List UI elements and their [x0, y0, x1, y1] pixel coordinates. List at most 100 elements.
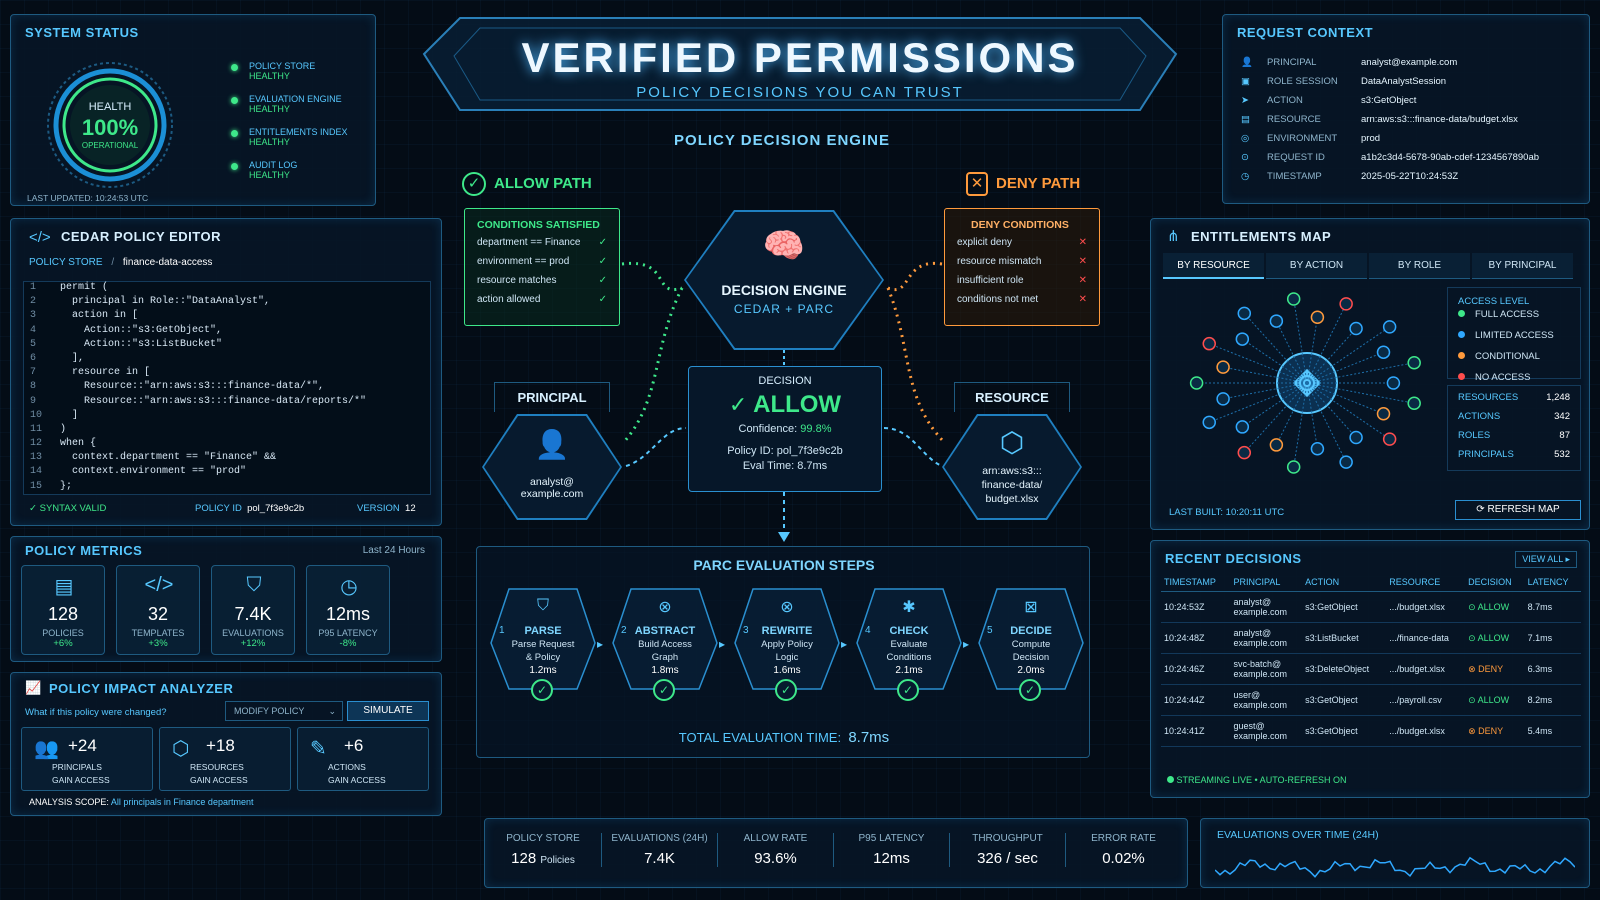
deny-title: DENY CONDITIONS	[971, 219, 1069, 231]
engine-connectors	[621, 261, 946, 542]
tab-by-action[interactable]: BY ACTION	[1266, 253, 1367, 279]
cell-latency: 8.7ms	[1524, 591, 1581, 623]
graph-node[interactable]	[1376, 407, 1391, 421]
decision-eval-time: Eval Time: 8.7ms	[742, 460, 828, 472]
status-item: POLICY STORE HEALTHY	[231, 61, 348, 94]
status-dot	[231, 97, 238, 104]
graph-edge	[1242, 338, 1308, 384]
step-time: 2.1ms	[895, 665, 923, 676]
table-row[interactable]: 10:24:41Z guest@example.com s3:GetObject…	[1161, 715, 1581, 747]
line-number: 12	[30, 438, 43, 450]
legend-item: CONDITIONAL	[1458, 351, 1570, 370]
bottom-stat: ALLOW RATE 93.6%	[717, 833, 833, 867]
tab-by-role[interactable]: BY ROLE	[1369, 253, 1470, 279]
arrow-right-icon: ▸	[963, 637, 970, 651]
check-circle-icon: ✓	[653, 679, 675, 701]
graph-node[interactable]	[1339, 455, 1353, 469]
status-state: HEALTHY	[249, 137, 290, 147]
principal-user: svc-batch@	[1233, 659, 1282, 669]
impact-value: +18	[206, 736, 235, 755]
simulate-button[interactable]: SIMULATE	[347, 701, 429, 721]
column-header[interactable]: RESOURCE	[1386, 573, 1466, 592]
graph-node[interactable]	[1216, 360, 1230, 374]
cell-principal: analyst@example.com	[1230, 622, 1303, 654]
graph-node[interactable]	[1216, 392, 1230, 406]
decision-value: ALLOW	[753, 391, 842, 418]
health-gauge	[47, 62, 173, 188]
graph-node[interactable]	[1407, 396, 1421, 411]
live-dot	[1167, 776, 1174, 783]
decision-text: ALLOW	[1477, 601, 1510, 612]
step-name: ABSTRACT	[634, 625, 696, 637]
table-row[interactable]: 10:24:53Z analyst@example.com s3:GetObje…	[1161, 591, 1581, 623]
principal-domain: example.com	[1233, 669, 1288, 679]
graph-node[interactable]	[1349, 321, 1363, 336]
row-key: ENVIRONMENT	[1267, 133, 1338, 144]
line-number: 2	[30, 296, 37, 308]
parc-step: ⊗ 2 ABSTRACT Build Access Graph 1.8ms ✓	[611, 587, 719, 703]
step-desc2: & Policy	[525, 652, 561, 663]
bottom-stat: ERROR RATE 0.02%	[1065, 833, 1181, 867]
status-name: ENTITLEMENTS INDEX	[249, 127, 348, 137]
step-icon: ⊗	[780, 599, 794, 616]
column-header[interactable]: PRINCIPAL	[1230, 573, 1303, 592]
version-value: 12	[405, 503, 416, 514]
graph-node[interactable]	[1235, 332, 1250, 346]
graph-node[interactable]	[1202, 336, 1216, 351]
graph-node[interactable]	[1349, 430, 1363, 445]
cell-principal: user@example.com	[1230, 684, 1303, 716]
cell-principal: analyst@example.com	[1230, 591, 1303, 623]
breadcrumb-root[interactable]: POLICY STORE	[29, 257, 103, 268]
column-header[interactable]: ACTION	[1302, 573, 1387, 592]
view-all-link[interactable]: VIEW ALL ▸	[1515, 551, 1577, 568]
table-row[interactable]: 10:24:48Z analyst@example.com s3:ListBuc…	[1161, 622, 1581, 654]
bottom-stat-unit: Policies	[540, 855, 575, 866]
graph-node[interactable]	[1202, 415, 1216, 430]
graph-node[interactable]	[1286, 460, 1301, 474]
graph-node[interactable]	[1386, 376, 1401, 390]
check-circle-icon: ✓	[531, 679, 553, 701]
stat-value: 1,248	[1546, 392, 1570, 403]
tab-by-resource[interactable]: BY RESOURCE	[1163, 253, 1264, 279]
impact-label2: GAIN ACCESS	[190, 775, 248, 785]
cell-timestamp: 10:24:53Z	[1161, 591, 1231, 623]
graph-node[interactable]	[1310, 442, 1325, 456]
step-number: 2	[621, 625, 627, 636]
graph-node[interactable]	[1382, 432, 1397, 446]
graph-node[interactable]	[1269, 438, 1284, 452]
conditions-satisfied-box: CONDITIONS SATISFIED department == Finan…	[464, 208, 620, 326]
table-row[interactable]: 10:24:44Z user@example.com s3:GetObject …	[1161, 684, 1581, 716]
column-header[interactable]: DECISION	[1465, 573, 1525, 592]
graph-edge	[1275, 382, 1308, 446]
tab-by-principal[interactable]: BY PRINCIPAL	[1472, 253, 1573, 279]
graph-node[interactable]	[1269, 314, 1284, 328]
row-value: arn:aws:s3:::finance-data/budget.xlsx	[1361, 114, 1518, 125]
status-item: EVALUATION ENGINE HEALTHY	[231, 94, 348, 127]
graph-node[interactable]	[1286, 292, 1301, 306]
graph-node[interactable]	[1407, 355, 1421, 370]
graph-node[interactable]	[1237, 445, 1252, 460]
graph-node[interactable]	[1189, 376, 1204, 390]
column-header[interactable]: LATENCY	[1524, 573, 1581, 592]
graph-node[interactable]	[1376, 345, 1391, 359]
table-row[interactable]: 10:24:46Z svc-batch@example.com s3:Delet…	[1161, 653, 1581, 685]
graph-node[interactable]	[1237, 306, 1252, 321]
cell-timestamp: 10:24:48Z	[1161, 622, 1231, 654]
graph-node[interactable]	[1382, 320, 1397, 334]
stat-value: 342	[1554, 411, 1570, 422]
line-number: 5	[30, 338, 37, 350]
impact-card: 👥 +24 PRINCIPALS GAIN ACCESS	[21, 727, 153, 791]
graph-node[interactable]	[1339, 297, 1353, 311]
column-header[interactable]: TIMESTAMP	[1161, 573, 1231, 592]
graph-node[interactable]	[1235, 420, 1250, 434]
bottom-stat: THROUGHPUT 326 / sec	[949, 833, 1065, 867]
legend-item: NO ACCESS	[1458, 372, 1570, 391]
code-text: resource in [	[60, 367, 151, 379]
refresh-icon: ⟳	[1476, 504, 1485, 515]
modify-policy-select[interactable]: MODIFY POLICY⌄	[225, 701, 343, 721]
refresh-map-button[interactable]: ⟳ REFRESH MAP	[1455, 500, 1581, 520]
metric-card: ▤ 128 POLICIES +6%	[21, 565, 105, 655]
graph-node[interactable]	[1310, 310, 1325, 324]
